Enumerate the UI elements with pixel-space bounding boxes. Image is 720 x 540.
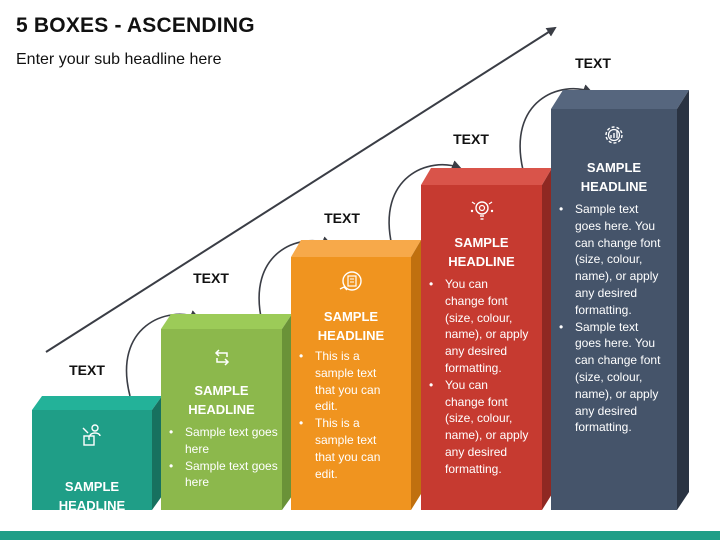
step-label-4: TEXT [453, 131, 489, 147]
ascending-arrow [45, 26, 557, 353]
refresh-arrows-icon [214, 349, 229, 366]
step-headline-1: SAMPLE HEADLINE [58, 479, 126, 513]
step-label-2: TEXT [193, 270, 229, 286]
step-headline-4: SAMPLE HEADLINE [448, 235, 515, 269]
page-subtitle: Enter your sub headline here [16, 51, 222, 68]
step-bullets-5: Sample text goes here. You can change fo… [551, 201, 677, 436]
step-headline-5: SAMPLE HEADLINE [580, 160, 648, 194]
step-box-5: SAMPLE HEADLINE Sample text goes here. Y… [551, 90, 689, 510]
bullet-item: Sample text goes here. You can change fo… [551, 201, 667, 319]
step-label-1: TEXT [69, 362, 105, 378]
bullet-item: Sample text goes here [161, 458, 282, 492]
bullet-item: You can change font (size, colour, name)… [421, 377, 530, 478]
curved-connector-3 [388, 160, 462, 247]
step-box-3: SAMPLE HEADLINE This is a sample text th… [291, 240, 421, 510]
bullet-item: This is a sample text that you can edit. [291, 348, 397, 415]
gear-chart-icon [605, 126, 623, 144]
step-bullets-2: Sample text goes here Sample text goes h… [161, 424, 282, 491]
curved-connector-4 [519, 84, 593, 171]
step-label-5: TEXT [575, 55, 611, 71]
step-headline-3: SAMPLE HEADLINE [317, 309, 385, 343]
page-title: 5 BOXES - ASCENDING [16, 14, 255, 37]
bullet-item: This is a sample text that you can edit. [291, 415, 397, 482]
document-hand-icon [339, 271, 362, 291]
step-bullets-3: This is a sample text that you can edit.… [291, 348, 411, 482]
package-person-icon [82, 424, 101, 446]
step-bullets-4: You can change font (size, colour, name)… [421, 276, 542, 478]
bullet-item: Sample text goes here [161, 424, 282, 458]
step-box-2: SAMPLE HEADLINE Sample text goes here Sa… [161, 314, 292, 510]
bullet-item: You can change font (size, colour, name)… [421, 276, 530, 377]
footer-accent-bar [0, 531, 720, 540]
step-headline-2: SAMPLE HEADLINE [188, 383, 255, 417]
target-bulb-icon [470, 201, 493, 220]
step-box-4: SAMPLE HEADLINE You can change font (siz… [421, 168, 552, 510]
step-label-3: TEXT [324, 210, 360, 226]
bullet-item: Sample text goes here. You can change fo… [551, 319, 667, 437]
step-box-1: SAMPLE HEADLINE [32, 396, 162, 513]
